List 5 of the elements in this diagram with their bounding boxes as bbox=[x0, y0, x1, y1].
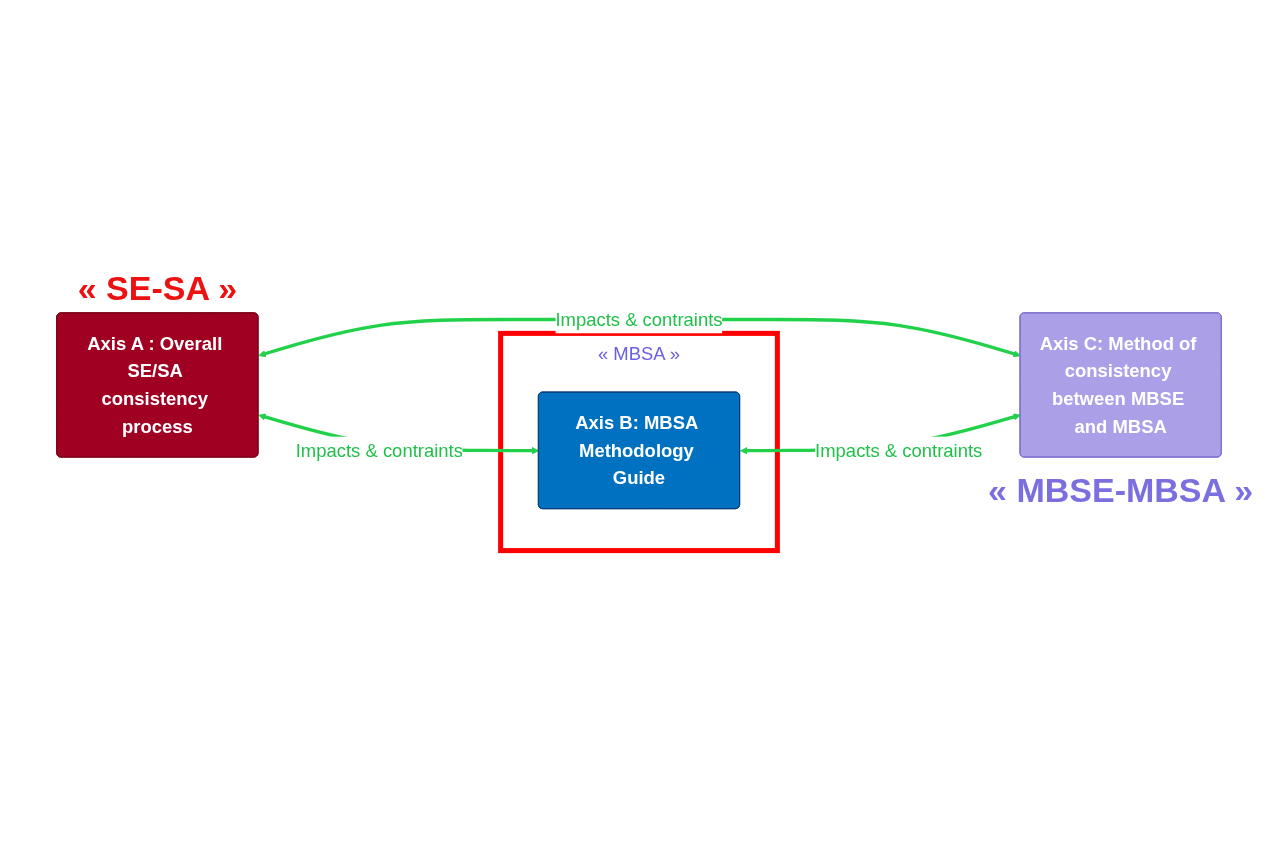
edge-label: Impacts & contraints bbox=[555, 308, 723, 330]
edge-label: Impacts & contraints bbox=[295, 439, 463, 461]
edge-label: Impacts & contraints bbox=[815, 439, 983, 461]
node-caption: « SE-SA » bbox=[77, 268, 238, 308]
node-caption: « MBSE-MBSA » bbox=[988, 470, 1254, 510]
